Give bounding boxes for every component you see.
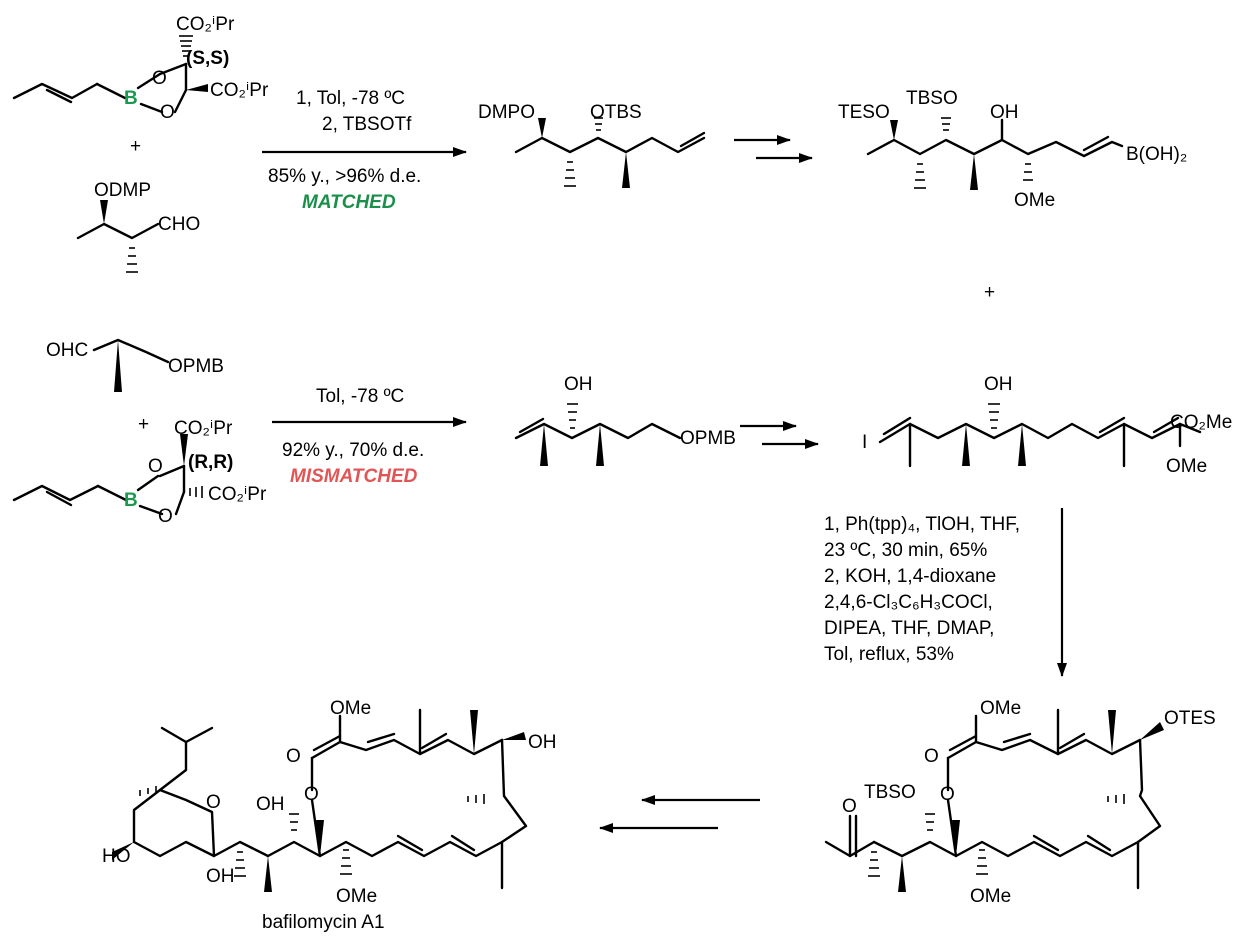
step3-line: 1, Ph(tpp)₄, TlOH, THF, (824, 514, 1020, 535)
tbso-label: TBSO (864, 782, 916, 803)
ome-label: OMe (970, 886, 1011, 907)
iodide-label: I (862, 432, 867, 453)
mismatched-tag: MISMATCHED (290, 466, 418, 487)
opmb-label: OPMB (680, 428, 736, 449)
boronic-acid-label: B(OH)₂ (1126, 144, 1187, 165)
ketone-oxygen: O (842, 796, 857, 817)
opmb-label: OPMB (168, 356, 224, 377)
otbs-label: OTBS (590, 102, 642, 123)
plus-sign: + (138, 414, 149, 435)
step3-line: DIPEA, THF, DMAP, (824, 618, 994, 639)
ring-oxygen: O (158, 506, 173, 527)
step3-line: Tol, reflux, 53% (824, 644, 954, 665)
ring-oxygen: O (148, 456, 163, 477)
step1-conditions: 2, TBSOTf (322, 114, 412, 135)
plus-sign: + (984, 282, 995, 303)
step2-conditions: Tol, -78 ºC (316, 386, 404, 407)
teso-label: TESO (838, 102, 890, 123)
oh-label: OH (984, 374, 1013, 395)
ome-label: OMe (336, 886, 377, 907)
ome-label: OMe (330, 698, 371, 719)
carbonyl-oxygen: O (286, 746, 301, 767)
boronate-rr: B O O CO₂ⁱPr (R,R) CO₂ⁱPr (12, 418, 267, 527)
oh-label: OH (990, 102, 1019, 123)
bafilomycin-structure: OMe O OH O OH HO OH O OMe bafilomycin A1 (102, 698, 557, 933)
step2-yield: 92% y., 70% d.e. (282, 440, 424, 461)
plus-sign: + (130, 136, 141, 157)
config-label: (R,R) (188, 452, 233, 473)
matched-tag: MATCHED (302, 192, 396, 213)
ester-label: CO₂ⁱPr (210, 80, 269, 101)
aldehyde-opmb: OHC OPMB (46, 338, 224, 392)
step3-line: 23 ºC, 30 min, 65% (824, 540, 987, 561)
oh-label: OH (564, 374, 593, 395)
boron-label: B (124, 490, 138, 511)
hashed-bond (179, 35, 193, 57)
ester-label: CO₂ⁱPr (208, 484, 267, 505)
config-label: (S,S) (186, 48, 229, 69)
ome-label: OMe (1166, 456, 1207, 477)
product-boronic-acid: TESO TBSO OH B(OH)₂ OMe (838, 88, 1187, 211)
oh-label: OH (206, 866, 235, 887)
step1-yield: 85% y., >96% d.e. (268, 166, 421, 187)
dmpo-label: DMPO (478, 102, 535, 123)
ring-oxygen: O (152, 68, 167, 89)
carbonyl-oxygen: O (924, 746, 939, 767)
odmp-label: ODMP (94, 180, 151, 201)
aldehyde-odmp: ODMP CHO (76, 180, 200, 273)
ring-oxygen: O (940, 784, 955, 805)
product-vinyl-iodide: I OH CO₂Me OMe (862, 374, 1232, 477)
protected-macrolactone: OMe O OTES O TBSO O OMe (824, 698, 1216, 907)
boronate-ss: B O O CO₂ⁱPr (S,S) CO₂ⁱPr (12, 14, 269, 123)
ring-oxygen: O (160, 102, 175, 123)
ring-oxygen: O (304, 784, 319, 805)
ome-label: OMe (980, 698, 1021, 719)
ho-label: HO (102, 846, 131, 867)
step1-conditions: 1, Tol, -78 ºC (296, 88, 405, 109)
step3-conditions: 1, Ph(tpp)₄, TlOH, THF, 23 ºC, 30 min, 6… (824, 514, 1020, 665)
ester-label: CO₂ⁱPr (174, 418, 233, 439)
tbso-label: TBSO (906, 88, 958, 109)
ester-label: CO₂Me (1170, 412, 1232, 433)
ohc-label: OHC (46, 340, 88, 361)
ome-label: OMe (1014, 190, 1055, 211)
compound-name: bafilomycin A1 (262, 912, 385, 933)
oh-label: OH (256, 794, 285, 815)
otes-label: OTES (1164, 708, 1216, 729)
cho-label: CHO (158, 214, 200, 235)
ester-label: CO₂ⁱPr (176, 14, 235, 35)
step3-line: 2, KOH, 1,4-dioxane (824, 566, 996, 587)
oh-label: OH (528, 732, 557, 753)
product-otbs: DMPO OTBS (478, 102, 706, 188)
product-opmb: OH OPMB (514, 374, 736, 466)
pyran-oxygen: O (206, 792, 221, 813)
step3-line: 2,4,6-Cl₃C₆H₃COCl, (824, 592, 993, 613)
boron-label: B (124, 88, 138, 109)
